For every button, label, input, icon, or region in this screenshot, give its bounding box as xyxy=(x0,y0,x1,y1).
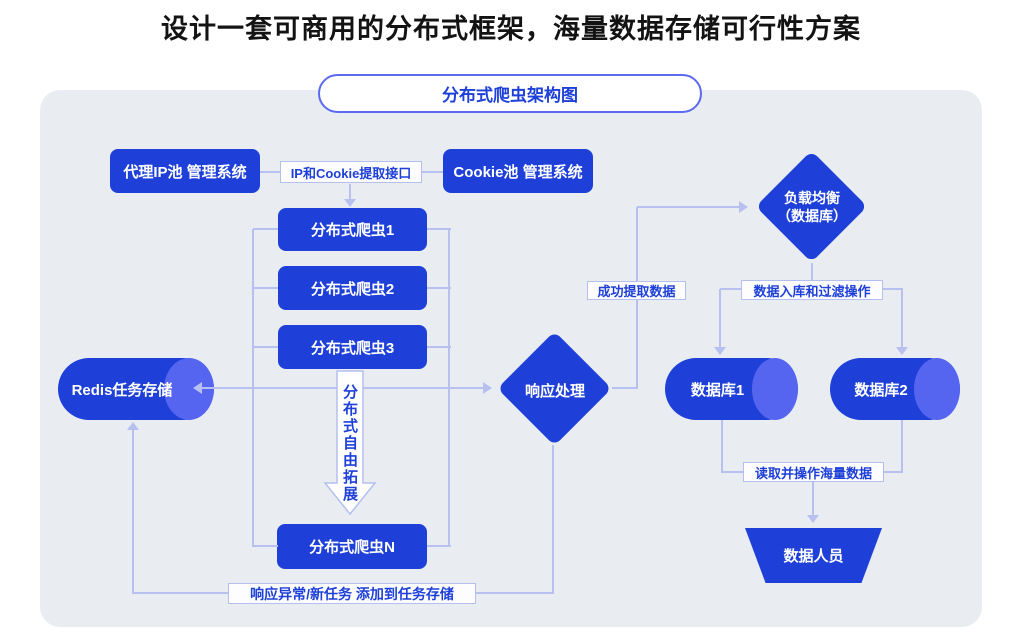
label-data-inbound: 数据入库和过滤操作 xyxy=(741,280,883,300)
load-balance-line1: 负载均衡 xyxy=(784,190,840,206)
load-balance-line2: （数据库） xyxy=(777,208,847,224)
arrowhead-left xyxy=(193,382,202,394)
label-read-massive: 读取并操作海量数据 xyxy=(743,462,884,482)
arrowhead-up xyxy=(127,422,139,430)
arrowhead-down xyxy=(807,515,819,523)
node-data-staff: 数据人员 xyxy=(745,528,882,583)
node-load-balance-label: 负载均衡 （数据库） xyxy=(762,189,862,225)
node-redis-storage: Redis任务存储 xyxy=(58,358,214,420)
node-crawler-3: 分布式爬虫3 xyxy=(278,325,427,369)
connector-line xyxy=(811,263,813,281)
page-title: 设计一套可商用的分布式框架，海量数据存储可行性方案 xyxy=(161,14,861,44)
node-database-1-label: 数据库1 xyxy=(690,381,745,399)
connector-line xyxy=(812,481,814,517)
node-crawler-2: 分布式爬虫2 xyxy=(278,266,427,310)
connector-line xyxy=(427,545,451,547)
node-crawler-1: 分布式爬虫1 xyxy=(278,208,427,251)
connector-line xyxy=(721,420,723,473)
connector-line xyxy=(422,171,443,173)
connector-line xyxy=(882,288,903,290)
connector-line xyxy=(253,545,278,547)
connector-line xyxy=(253,287,278,289)
connector-line xyxy=(719,289,721,347)
connector-line xyxy=(612,387,638,389)
connector-line xyxy=(132,430,134,594)
node-response-handling-label: 响应处理 xyxy=(524,383,585,400)
node-crawler-n: 分布式爬虫N xyxy=(277,524,427,569)
cylinder-cap xyxy=(164,358,214,420)
connector-line xyxy=(637,206,739,208)
node-cookie-pool: Cookie池 管理系统 xyxy=(443,149,593,193)
arrowhead-right xyxy=(739,201,748,213)
connector-line xyxy=(720,288,742,290)
arrowhead-down xyxy=(714,347,726,355)
connector-line xyxy=(133,592,229,594)
connector-line xyxy=(722,471,744,473)
arrowhead-down xyxy=(344,199,356,207)
node-redis-label: Redis任务存储 xyxy=(71,381,173,399)
node-database-2: 数据库2 xyxy=(830,358,960,420)
connector-line xyxy=(901,289,903,347)
arrowhead-right xyxy=(483,382,492,394)
label-response-exception: 响应异常/新任务 添加到任务存储 xyxy=(228,583,476,604)
cylinder-cap xyxy=(914,358,960,420)
node-proxy-ip-pool: 代理IP池 管理系统 xyxy=(110,149,260,193)
connector-line xyxy=(427,346,451,348)
diagram-title-badge: 分布式爬虫架构图 xyxy=(318,74,702,113)
connector-line xyxy=(901,420,903,473)
connector-line xyxy=(427,287,451,289)
expand-arrow-label: 分布式自由拓展 xyxy=(342,384,358,503)
cylinder-cap xyxy=(752,358,798,420)
node-database-2-label: 数据库2 xyxy=(854,381,908,399)
expand-arrow-shape xyxy=(323,370,377,516)
label-success-extract: 成功提取数据 xyxy=(587,281,686,300)
connector-line xyxy=(883,471,903,473)
connector-line xyxy=(253,228,278,230)
connector-line xyxy=(253,346,278,348)
label-ip-cookie-api: IP和Cookie提取接口 xyxy=(280,161,422,183)
connector-line xyxy=(552,445,554,594)
connector-line xyxy=(427,228,451,230)
arrowhead-down xyxy=(896,347,908,355)
node-database-1: 数据库1 xyxy=(665,358,798,420)
connector-line xyxy=(260,171,280,173)
connector-line xyxy=(349,184,351,200)
connector-line xyxy=(475,592,554,594)
